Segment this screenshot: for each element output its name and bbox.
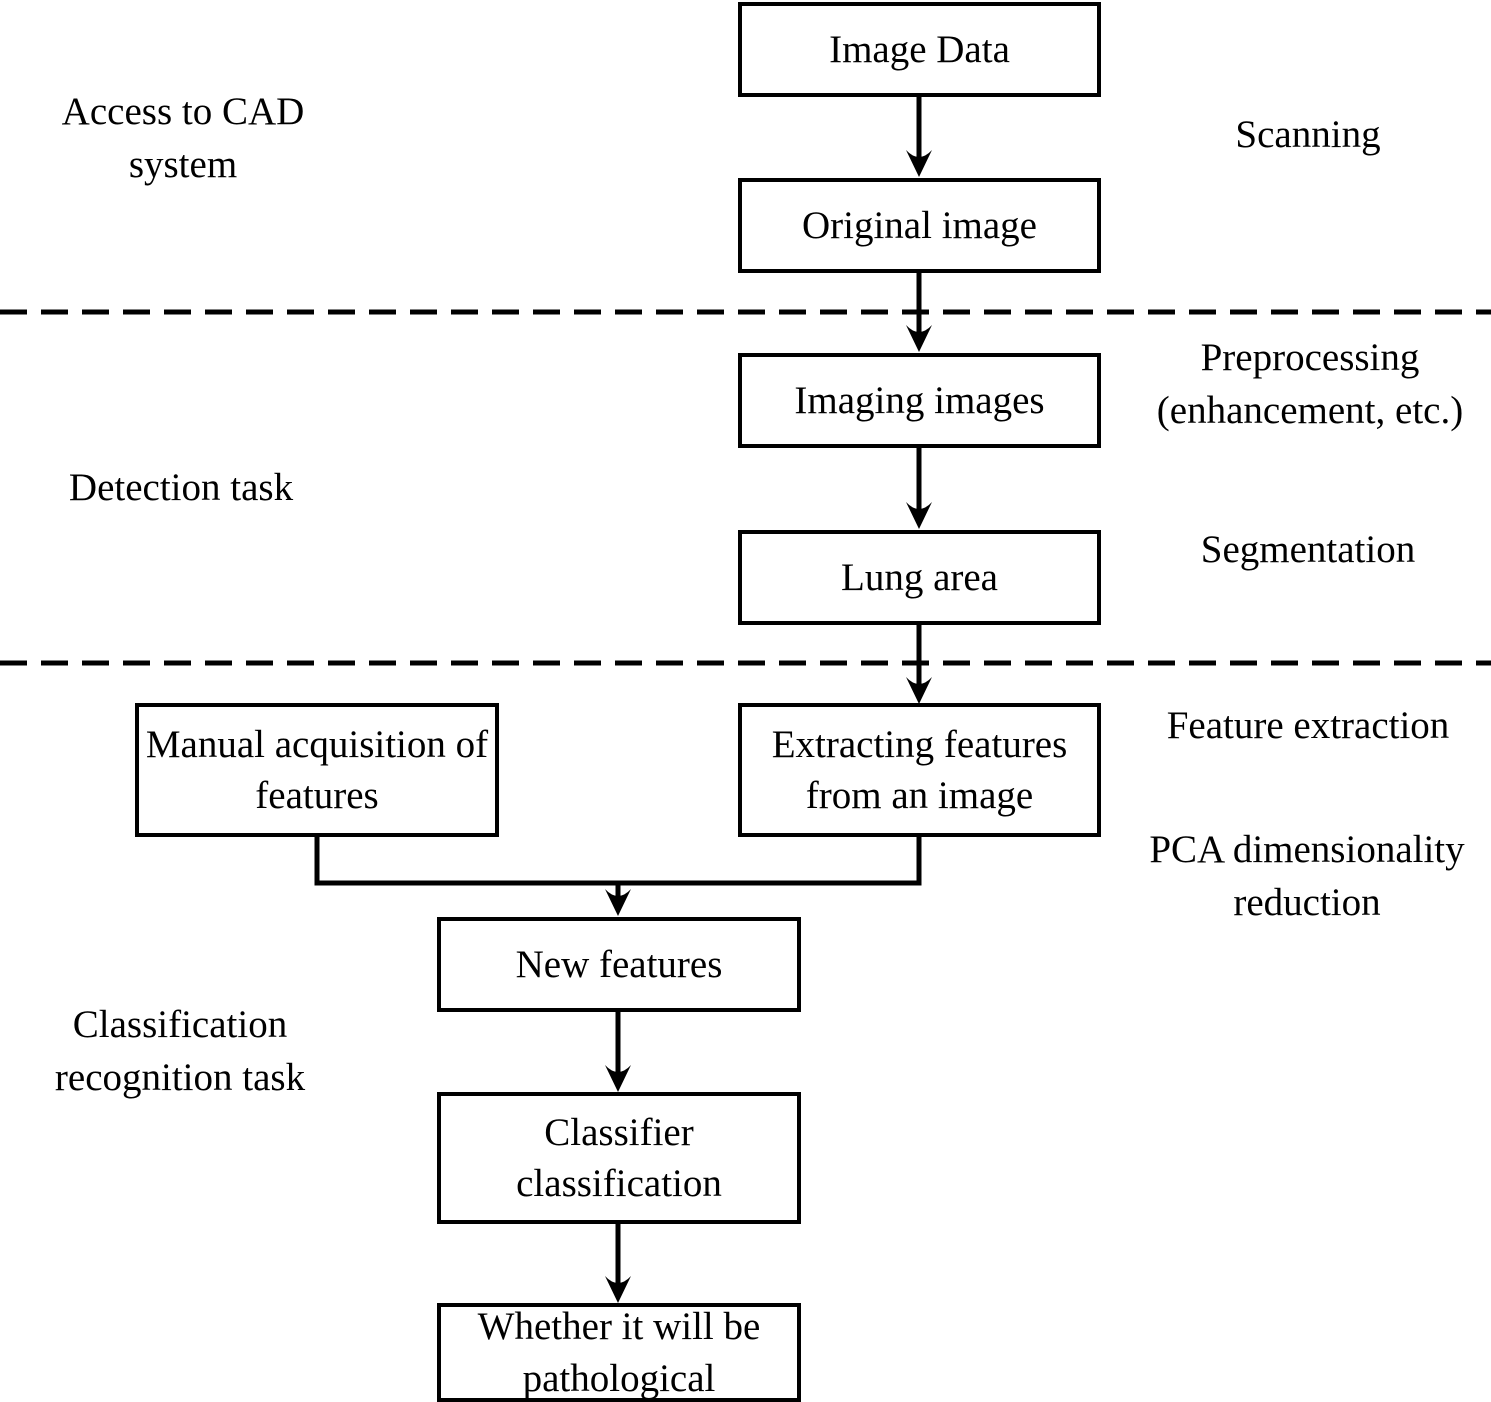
- arrow-imaging-to-lung: [906, 448, 932, 529]
- node-image-data: Image Data: [738, 2, 1101, 97]
- arrow-lung-to-extracting: [906, 625, 932, 704]
- node-pathological: Whether it will be pathological: [437, 1303, 801, 1402]
- node-extracting-features: Extracting features from an image: [738, 703, 1101, 837]
- stage-label-classification-task: Classification recognition task: [54, 1003, 306, 1100]
- node-lung-area: Lung area: [738, 530, 1101, 625]
- stage-label-access-cad: Access to CAD system: [61, 90, 305, 187]
- stage-label-feature-extraction: Feature extraction: [1166, 704, 1450, 747]
- node-original-image: Original image: [738, 178, 1101, 273]
- arrow-new-features-to-classifier: [605, 1012, 631, 1092]
- stage-label-scanning: Scanning: [1235, 113, 1381, 156]
- stage-label-segmentation: Segmentation: [1200, 528, 1416, 571]
- node-imaging-images: Imaging images: [738, 353, 1101, 448]
- arrow-merge-to-new-features: [605, 881, 631, 916]
- arrow-image-data-to-original: [906, 97, 932, 177]
- arrow-classifier-to-pathological: [605, 1224, 631, 1303]
- node-classifier-classification: Classifier classification: [437, 1092, 801, 1224]
- stage-label-pca: PCA dimensionality reduction: [1149, 828, 1465, 925]
- merge-connector: [314, 837, 922, 886]
- stage-label-detection-task: Detection task: [68, 466, 294, 509]
- stage-label-preprocessing: Preprocessing (enhancement, etc.): [1156, 336, 1464, 433]
- node-manual-acquisition: Manual acquisition of features: [135, 703, 499, 837]
- arrow-original-to-imaging: [906, 273, 932, 352]
- node-new-features: New features: [437, 917, 801, 1012]
